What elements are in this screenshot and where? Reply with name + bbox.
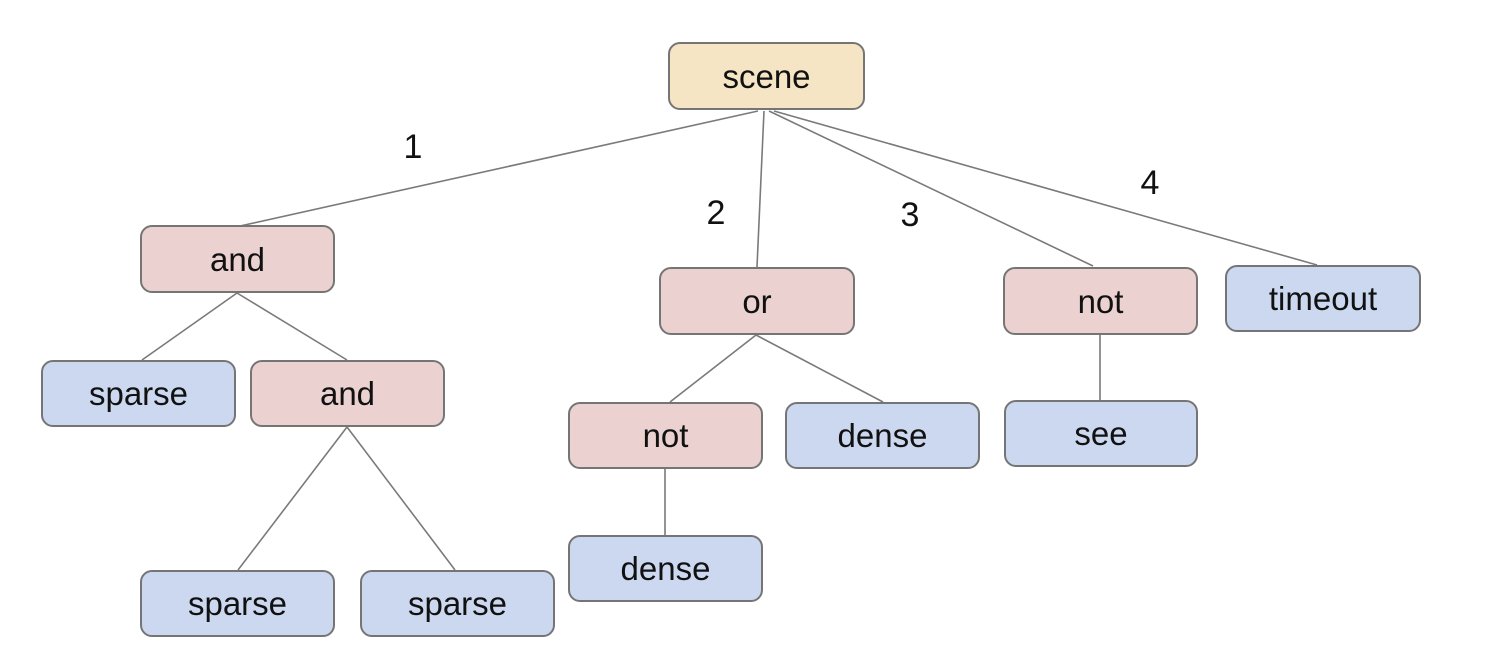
edge-scene-to-timeout-1 (773, 110, 1318, 266)
node-not-1: not (1003, 267, 1198, 335)
edge-and-2-to-sparse-2 (237, 426, 348, 571)
node-scene: scene (668, 42, 865, 110)
edge-and-1-to-sparse-1 (141, 292, 238, 361)
edge-label-2: 2 (706, 194, 726, 232)
edge-and-1-to-and-2 (236, 292, 348, 361)
node-sparse-2: sparse (140, 570, 335, 637)
node-dense-1: dense (785, 402, 980, 469)
node-timeout-1: timeout (1225, 265, 1421, 332)
edge-scene-to-not-1 (768, 110, 1094, 267)
edge-or-1-to-not-2 (669, 334, 757, 403)
edge-or-1-to-dense-1 (755, 334, 884, 403)
node-sparse-1: sparse (41, 360, 236, 427)
node-or-1: or (659, 267, 855, 335)
node-see-1: see (1004, 400, 1198, 467)
edge-scene-to-and-1 (239, 110, 759, 227)
node-and-2: and (250, 360, 445, 427)
node-not-2: not (568, 402, 763, 469)
node-and-1: and (140, 225, 335, 293)
edge-label-4: 4 (1140, 164, 1160, 202)
edge-scene-to-or-1 (756, 110, 765, 268)
node-dense-2: dense (568, 535, 763, 602)
edge-and-2-to-sparse-3 (346, 426, 456, 571)
edge-label-1: 1 (403, 128, 423, 166)
node-sparse-3: sparse (360, 570, 555, 637)
edge-label-3: 3 (900, 196, 920, 234)
